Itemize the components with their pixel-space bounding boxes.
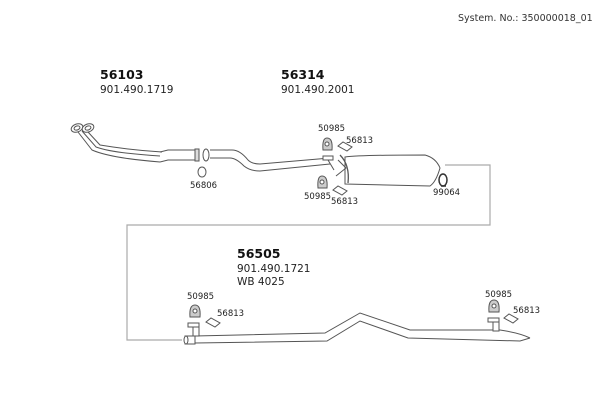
intermediate-pipe-56314: [210, 149, 331, 172]
bracket-bottom-mid: [332, 185, 348, 196]
label-99064: 99064: [433, 188, 461, 198]
connector-line: [126, 164, 491, 341]
label-56813-rear-left: 56813: [217, 309, 245, 319]
muffler: [322, 154, 441, 187]
rear-pipe-56505: [183, 312, 531, 345]
label-50985-bottom: 50985: [304, 192, 332, 202]
ring-gasket-56806: [197, 148, 210, 178]
part-number-56505: 901.490.1721: [237, 263, 311, 275]
rubber-mount-top-mid: [322, 137, 333, 151]
label-50985-rear-right: 50985: [485, 290, 513, 300]
label-50985-rear-left: 50985: [187, 292, 215, 302]
label-56806: 56806: [190, 181, 218, 191]
bracket-rear-right: [503, 313, 519, 324]
part-number-56103: 901.490.1719: [100, 84, 174, 96]
bracket-top-mid: [337, 141, 353, 152]
label-56813-rear-right: 56813: [513, 306, 541, 316]
front-pipe-56103: [70, 123, 200, 163]
part-ref-56505: WB 4025: [237, 276, 285, 288]
label-56813-bottom: 56813: [331, 197, 359, 207]
bracket-rear-left: [205, 317, 221, 328]
part-number-56314: 901.490.2001: [281, 84, 355, 96]
part-title-56103: 56103: [100, 67, 144, 82]
label-50985-top: 50985: [318, 124, 346, 134]
system-number: System. No.: 350000018_01: [458, 13, 593, 24]
rubber-mount-bottom-mid: [317, 175, 328, 189]
rubber-mount-rear-left: [189, 304, 201, 318]
clamp-99064: [438, 173, 448, 187]
rubber-mount-rear-right: [488, 299, 500, 313]
label-56813-top: 56813: [346, 136, 374, 146]
part-title-56314: 56314: [281, 67, 325, 82]
part-title-56505: 56505: [237, 246, 281, 261]
